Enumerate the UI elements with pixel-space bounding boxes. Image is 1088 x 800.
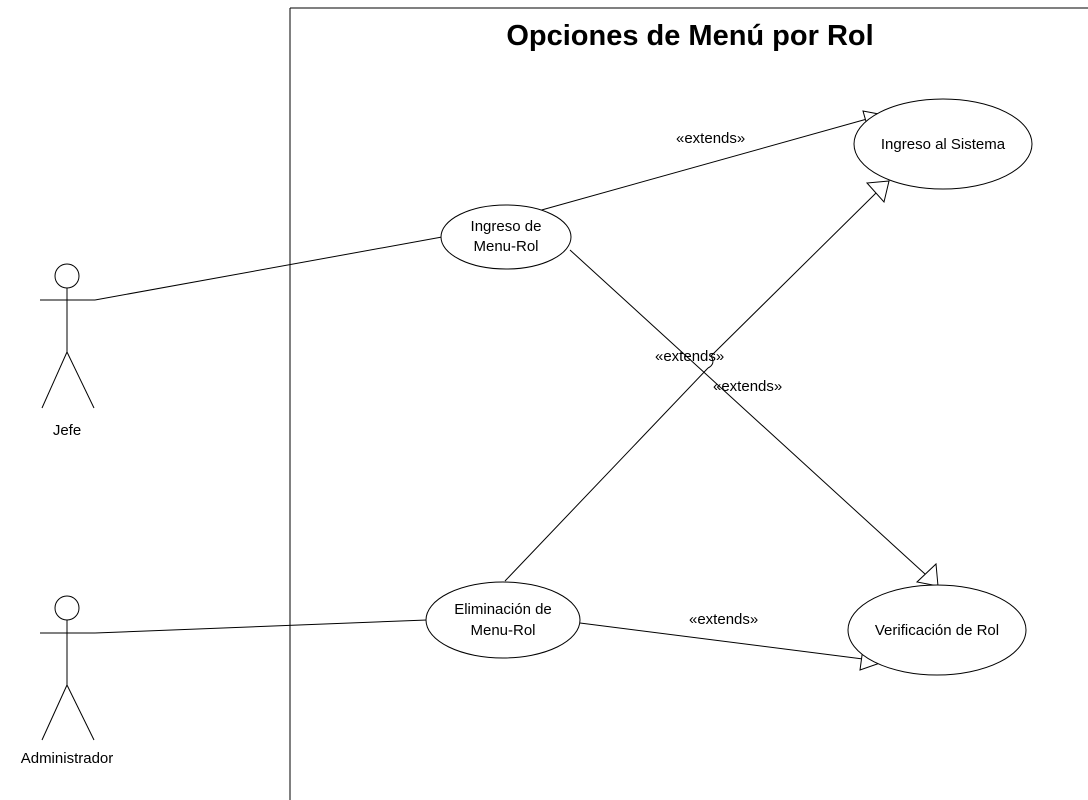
use-case-label-line2: Menu-Rol xyxy=(470,622,535,639)
use-case-ellipse xyxy=(853,98,1033,190)
line-crossing-jump xyxy=(707,355,714,369)
extends-line xyxy=(569,249,926,575)
system-boundary xyxy=(289,7,1088,800)
use-case-label: Ingreso al Sistema xyxy=(881,136,1006,153)
extends-eliminacion-to-sistema xyxy=(504,180,890,582)
use-case-ingreso-menu-rol: Ingreso de Menu-Rol xyxy=(440,204,572,270)
use-case-ellipse xyxy=(440,204,572,270)
actor-jefe xyxy=(40,263,95,409)
use-case-label: Verificación de Rol xyxy=(875,622,999,639)
actor-administrador xyxy=(40,595,95,741)
extends-line xyxy=(579,622,864,660)
actor-head xyxy=(54,595,80,621)
diagram-title: Opciones de Menú por Rol xyxy=(506,20,873,52)
use-case-eliminacion-menu-rol: Eliminación de Menu-Rol xyxy=(425,581,581,659)
actor-left-leg xyxy=(41,351,68,409)
extends-ingreso-to-sistema xyxy=(537,110,885,212)
extends-arrowhead xyxy=(865,180,890,204)
actor-right-leg xyxy=(66,684,95,741)
actor-label-administrador: Administrador xyxy=(21,750,114,767)
use-case-ellipse xyxy=(425,581,581,659)
association-administrador-eliminacion xyxy=(94,619,428,634)
actor-left-leg xyxy=(41,684,68,741)
use-case-ellipse xyxy=(847,584,1027,676)
use-case-verificacion-rol: Verificación de Rol xyxy=(847,584,1027,676)
use-case-label-line1: Ingreso de xyxy=(471,218,542,235)
extends-arrowhead xyxy=(915,562,939,587)
use-case-label-line2: Menu-Rol xyxy=(473,238,538,255)
extends-label-eliminacion-sistema: «extends» xyxy=(655,348,724,365)
actor-right-leg xyxy=(66,351,95,409)
extends-eliminacion-to-verificacion xyxy=(579,622,885,671)
extends-label-ingreso-sistema: «extends» xyxy=(676,130,745,147)
extends-label-ingreso-verificacion: «extends» xyxy=(713,378,782,395)
extends-line xyxy=(537,118,868,212)
actor-label-jefe: Jefe xyxy=(53,422,81,439)
extends-line-lower xyxy=(504,367,709,582)
extends-ingreso-to-verificacion xyxy=(569,249,939,587)
use-case-label-line1: Eliminación de xyxy=(454,601,552,618)
extends-label-eliminacion-verificacion: «extends» xyxy=(689,611,758,628)
actor-head xyxy=(54,263,80,289)
association-jefe-ingreso xyxy=(94,236,443,301)
use-case-ingreso-sistema: Ingreso al Sistema xyxy=(853,98,1033,190)
extends-line-upper xyxy=(710,192,877,357)
